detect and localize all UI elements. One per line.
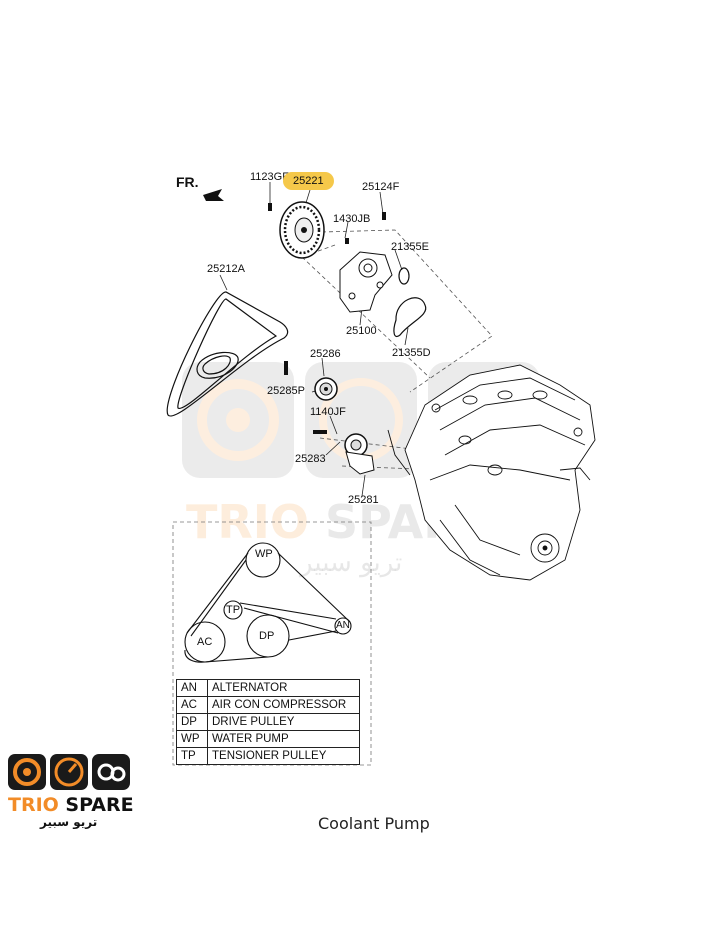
- legend-code: DP: [176, 713, 208, 731]
- part-label-25100[interactable]: 25100: [346, 325, 377, 337]
- brand-arabic-name: تريو سبير: [40, 815, 98, 829]
- front-arrow-icon: [203, 189, 224, 201]
- part-label-1430jb[interactable]: 1430JB: [333, 213, 371, 225]
- tensioner-assembly: [344, 433, 375, 475]
- part-label-25285p[interactable]: 25285P: [267, 385, 305, 397]
- part-label-25212a[interactable]: 25212A: [207, 263, 245, 275]
- legend-desc: DRIVE PULLEY: [207, 713, 360, 731]
- pulley-label-wp: WP: [255, 548, 273, 560]
- image-caption: Coolant Pump: [318, 814, 430, 833]
- engine-block: [387, 364, 596, 581]
- water-pump-body: [339, 251, 393, 313]
- water-pump-pulley: [279, 201, 325, 259]
- watermark-arabic: تريو سبير: [300, 548, 403, 578]
- part-label-21355d[interactable]: 21355D: [392, 347, 431, 359]
- part-label-1140jf[interactable]: 1140JF: [310, 406, 346, 418]
- front-orientation-label: FR.: [176, 174, 199, 190]
- part-label-25286[interactable]: 25286: [310, 348, 341, 360]
- brand-name-part1: TRIO: [8, 794, 59, 816]
- gasket-21355d: [393, 297, 427, 338]
- brand-name-part2: SPARE: [58, 794, 134, 816]
- legend-desc: AIR CON COMPRESSOR: [207, 696, 360, 714]
- part-label-25221[interactable]: 25221: [283, 172, 334, 190]
- brand-logo-icon: [8, 754, 130, 790]
- pulley-label-ac: AC: [197, 636, 213, 648]
- pulley-label-an: AN: [336, 620, 350, 631]
- part-label-25283[interactable]: 25283: [295, 453, 326, 465]
- legend-code: AC: [176, 696, 208, 714]
- gasket-21355e: [398, 267, 410, 285]
- brand-name: TRIO SPARE: [8, 794, 134, 816]
- part-label-21355e[interactable]: 21355E: [391, 241, 429, 253]
- legend-code: WP: [176, 730, 208, 748]
- legend-desc: WATER PUMP: [207, 730, 360, 748]
- part-label-25124f[interactable]: 25124F: [362, 181, 400, 193]
- belt-routing-box: [172, 521, 372, 766]
- legend-code: AN: [176, 679, 208, 697]
- legend-desc: ALTERNATOR: [207, 679, 360, 697]
- bolt-icons: [268, 203, 386, 434]
- pulley-label-dp: DP: [259, 630, 275, 642]
- part-label-25281[interactable]: 25281: [348, 494, 379, 506]
- pulley-label-tp: TP: [226, 604, 241, 616]
- legend-code: TP: [176, 747, 208, 765]
- legend-desc: TENSIONER PULLEY: [207, 747, 360, 765]
- idler-pulley: [314, 377, 338, 401]
- belt-routing-diagram: [184, 542, 352, 663]
- drive-belt: [166, 291, 289, 417]
- part-label-1123gf[interactable]: 1123GF: [250, 171, 289, 183]
